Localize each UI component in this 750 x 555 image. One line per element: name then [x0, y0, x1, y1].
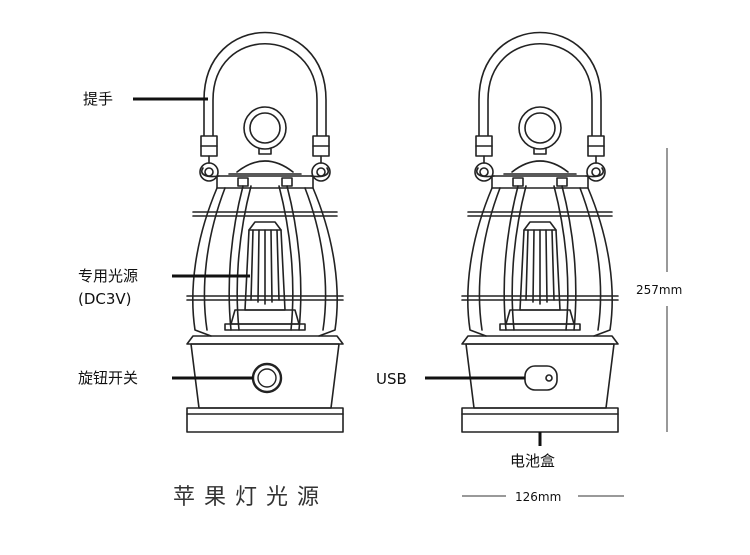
label-knob-switch: 旋钮开关	[78, 369, 139, 387]
dimension-width: 126mm	[515, 490, 562, 504]
label-usb: USB	[376, 370, 407, 388]
leader-lines	[133, 97, 542, 446]
dimension-height: 257mm	[636, 283, 683, 297]
usb-port-shape	[524, 365, 558, 391]
diagram-title: 苹果灯光源	[173, 485, 329, 510]
lantern-front-view	[186, 31, 344, 433]
label-light-source-line2: (DC3V)	[78, 290, 132, 308]
knob-switch-shape	[251, 362, 283, 394]
label-handle: 提手	[83, 90, 114, 108]
label-battery-box: 电池盒	[510, 452, 556, 470]
dimension-lines	[462, 148, 668, 497]
lantern-back-view	[461, 31, 619, 433]
label-light-source-line1: 专用光源	[78, 267, 139, 285]
